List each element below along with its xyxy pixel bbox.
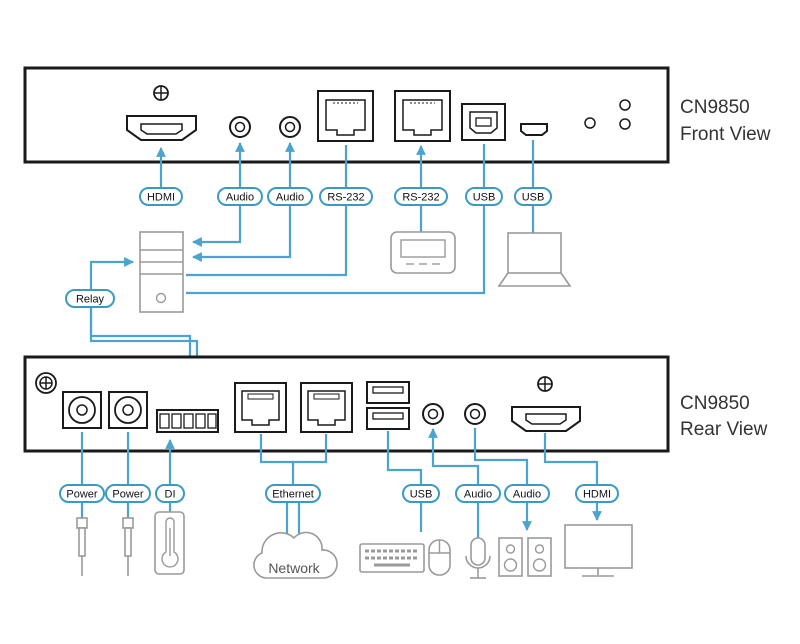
label-rs232-front-1: RS-232 xyxy=(319,187,373,206)
label-hdmi-front: HDMI xyxy=(139,187,183,206)
hdmi-port-icon xyxy=(126,115,197,141)
svg-text:Power: Power xyxy=(112,489,144,501)
audio-jack-icon xyxy=(279,116,301,138)
label-usb-front-2: USB xyxy=(514,187,552,206)
label-di: DI xyxy=(155,484,185,503)
led-indicator-icon xyxy=(619,99,631,111)
label-power-1: Power xyxy=(59,484,105,503)
svg-text:USB: USB xyxy=(410,489,433,501)
svg-text:Relay: Relay xyxy=(76,294,105,306)
svg-text:DI: DI xyxy=(165,489,176,501)
label-hdmi-rear: HDMI xyxy=(575,484,619,503)
wire-usb-rear xyxy=(386,431,423,485)
audio-jack-icon xyxy=(422,403,444,425)
label-audio-rear-2: Audio xyxy=(504,484,550,503)
label-usb-front-1: USB xyxy=(465,187,503,206)
hdmi-port-icon xyxy=(511,406,581,432)
audio-jack-icon xyxy=(464,403,486,425)
power-plug-icon xyxy=(122,517,134,576)
svg-text:Audio: Audio xyxy=(226,192,254,204)
rear-title-view: Rear View xyxy=(680,419,768,440)
label-relay: Relay xyxy=(65,289,115,308)
network-cloud-icon: Network xyxy=(253,531,338,579)
label-ethernet: Ethernet xyxy=(265,484,321,503)
led-indicator-icon xyxy=(584,117,596,129)
usb-b-port-icon xyxy=(461,103,506,141)
svg-text:Audio: Audio xyxy=(276,192,304,204)
label-audio-rear-1: Audio xyxy=(455,484,501,503)
ground-screw-icon xyxy=(537,376,553,392)
wire-hdmi-rear xyxy=(543,433,599,485)
svg-text:USB: USB xyxy=(522,192,545,204)
rj45-port-icon xyxy=(300,382,353,433)
laptop-icon xyxy=(497,232,572,287)
svg-text:USB: USB xyxy=(473,192,496,204)
rj45-port-icon xyxy=(394,90,451,142)
dc-power-jack-icon xyxy=(62,391,102,429)
label-usb-rear: USB xyxy=(402,484,440,503)
power-plug-icon xyxy=(76,517,88,576)
label-audio-front-2: Audio xyxy=(267,187,313,206)
wire-audio-rear-1 xyxy=(428,428,480,485)
wire-relay-pc xyxy=(89,257,134,290)
usb-a-port-icon xyxy=(366,381,410,404)
svg-text:HDMI: HDMI xyxy=(583,489,611,501)
keyboard-icon xyxy=(359,543,425,573)
network-label: Network xyxy=(268,560,320,576)
svg-text:Power: Power xyxy=(66,489,98,501)
serial-device-icon xyxy=(390,231,456,274)
terminal-block-icon xyxy=(156,409,219,433)
label-rs232-front-2: RS-232 xyxy=(394,187,448,206)
wire-pc-usb xyxy=(186,204,486,295)
micro-usb-port-icon xyxy=(520,123,548,136)
svg-text:Audio: Audio xyxy=(513,489,541,501)
audio-jack-icon xyxy=(229,116,251,138)
monitor-icon xyxy=(564,524,633,577)
svg-text:RS-232: RS-232 xyxy=(327,192,364,204)
speakers-icon xyxy=(498,537,552,577)
usb-a-port-icon xyxy=(366,407,410,430)
microphone-icon xyxy=(465,537,491,579)
mouse-icon xyxy=(428,539,451,576)
wire-audio-rear-2 xyxy=(473,428,529,485)
svg-text:HDMI: HDMI xyxy=(147,192,175,204)
label-power-2: Power xyxy=(105,484,151,503)
svg-text:RS-232: RS-232 xyxy=(402,192,439,204)
rj45-port-icon xyxy=(317,90,374,142)
wire-pc-audio-2 xyxy=(192,204,292,262)
ground-screw-icon xyxy=(35,372,57,394)
wire-pc-audio-1 xyxy=(192,204,242,247)
thermometer-icon xyxy=(154,511,185,575)
label-audio-front-1: Audio xyxy=(217,187,263,206)
svg-text:Audio: Audio xyxy=(464,489,492,501)
dc-power-jack-icon xyxy=(108,391,148,429)
ground-screw-icon xyxy=(153,85,169,101)
rj45-port-icon xyxy=(234,382,287,433)
rear-title-model: CN9850 xyxy=(680,393,750,414)
wire-pc-rs232 xyxy=(186,204,348,277)
svg-text:Ethernet: Ethernet xyxy=(272,489,314,501)
front-title-view: Front View xyxy=(680,124,771,145)
front-title-model: CN9850 xyxy=(680,97,750,118)
led-indicator-icon xyxy=(619,118,631,130)
pc-tower-icon xyxy=(139,231,184,313)
